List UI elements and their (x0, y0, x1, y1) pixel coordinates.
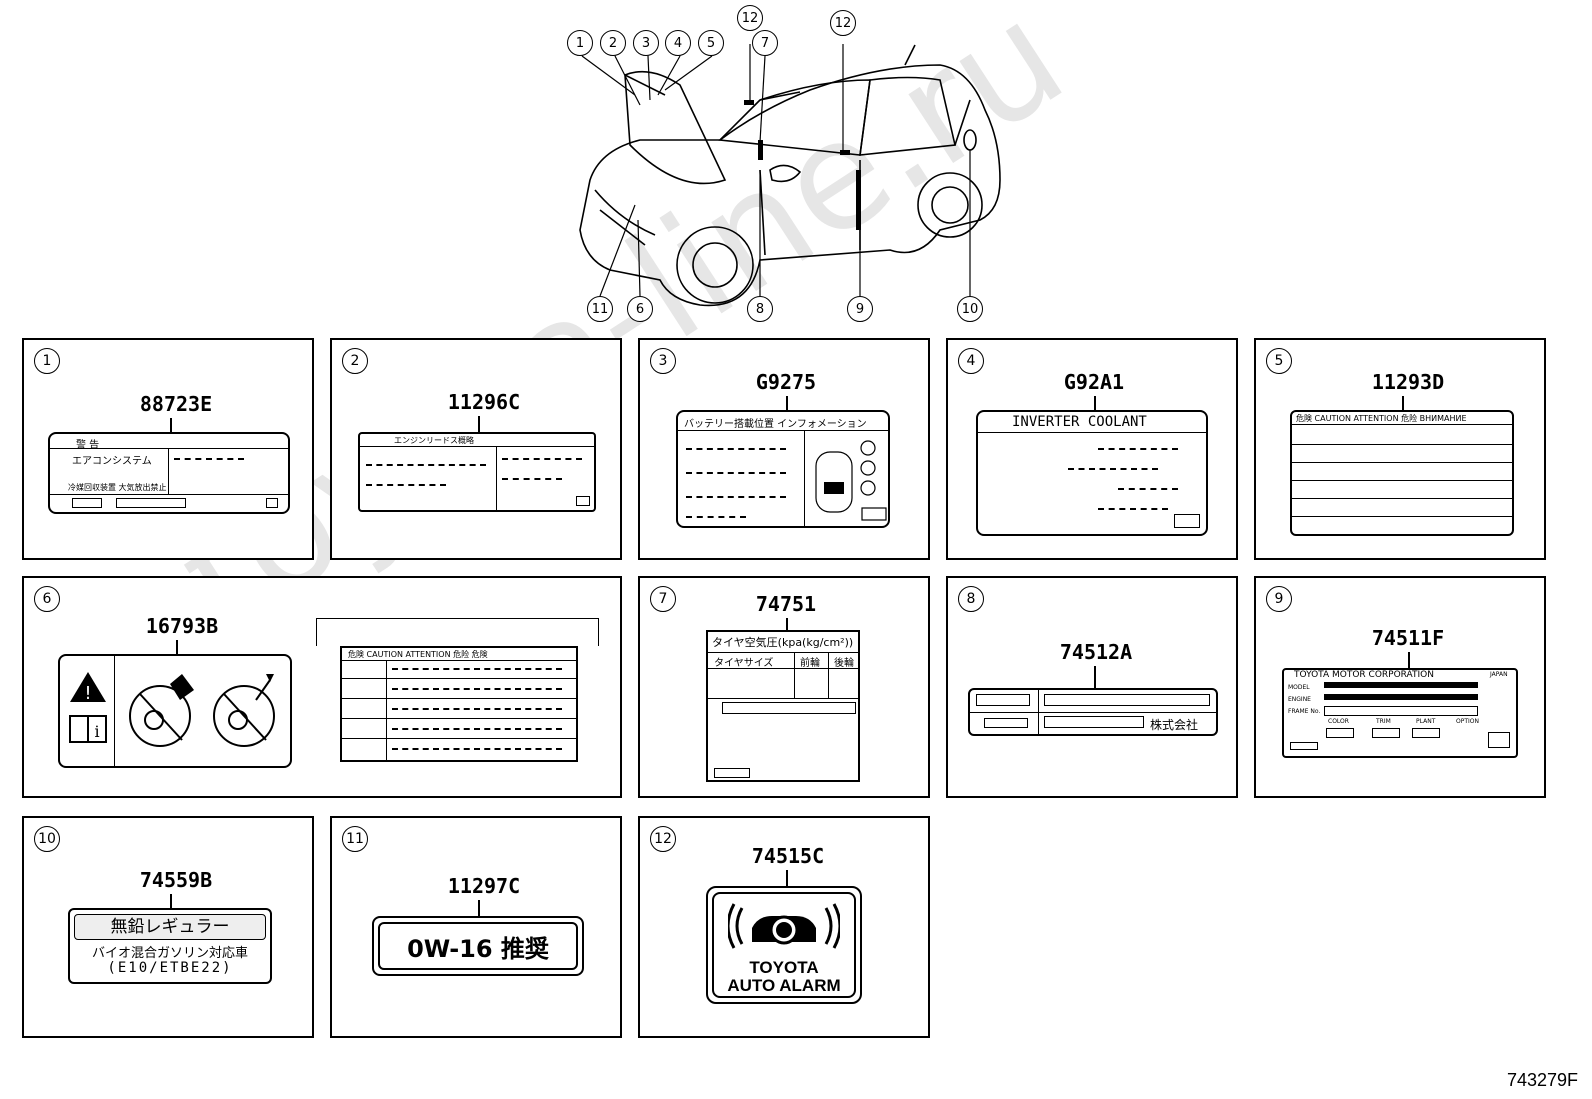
label-11293D: 危険 CAUTION ATTENTION 危险 ВНИМАНИЕ (1290, 410, 1514, 536)
panel-4: 4 G92A1 INVERTER COOLANT (946, 338, 1238, 560)
label-plant: PLANT (1416, 718, 1436, 725)
callout-4: 4 (665, 30, 691, 56)
no-spray-icon (129, 674, 194, 747)
label-74559B: 無鉛レギュラー バイオ混合ガソリン対応車 (E10/ETBE22) (68, 908, 272, 984)
label-header: TOYOTA MOTOR CORPORATION (1294, 670, 1434, 680)
label-trim: TRIM (1376, 718, 1391, 725)
label-title: タイヤ空気圧(kpa(kg/cm²)) (712, 636, 854, 649)
panel-number: 5 (1266, 348, 1292, 374)
panel-number: 2 (342, 348, 368, 374)
panel-1: 1 88723E 警 告 エアコンシステム 冷媒回収装置 大気放出禁止 (22, 338, 314, 560)
part-number: 11293D (1371, 370, 1445, 394)
label-16793B-pictogram: ! i (58, 654, 292, 768)
panel-number: 12 (650, 826, 676, 852)
label-color: COLOR (1328, 718, 1349, 725)
label-toyota: TOYOTA (749, 958, 819, 977)
label-warning: 警 告 (76, 440, 100, 451)
no-brush-icon (213, 674, 275, 747)
callout-12b: 12 (830, 10, 856, 36)
warning-triangle-icon (70, 672, 106, 702)
alarm-car-icon (728, 903, 840, 949)
label-e10: (E10/ETBE22) (107, 960, 233, 976)
part-number: 74511F (1371, 626, 1445, 650)
panel-10: 10 74559B 無鉛レギュラー バイオ混合ガソリン対応車 (E10/ETBE… (22, 816, 314, 1038)
label-74751: タイヤ空気圧(kpa(kg/cm²)) タイヤサイズ 前輪 後輪 (706, 630, 860, 782)
col-tire-size: タイヤサイズ (714, 658, 774, 669)
panel-7: 7 74751 タイヤ空気圧(kpa(kg/cm²)) タイヤサイズ 前輪 後輪 (638, 576, 930, 798)
car-illustration (579, 44, 1001, 307)
panel-number: 7 (650, 586, 676, 612)
callout-12a: 12 (737, 5, 763, 31)
label-refrigerant: 冷媒回収装置 大気放出禁止 (68, 483, 167, 492)
callout-10: 10 (957, 296, 983, 322)
panel-number: 4 (958, 348, 984, 374)
label-74512A: 株式会社 (968, 688, 1218, 736)
label-G92A1: INVERTER COOLANT (976, 410, 1208, 536)
part-number: 11296C (447, 390, 521, 414)
panel-9: 9 74511F TOYOTA MOTOR CORPORATION JAPAN … (1254, 576, 1546, 798)
callout-11: 11 (587, 296, 613, 322)
callout-7: 7 (752, 30, 778, 56)
label-G9275: バッテリー搭載位置 インフォメーション (676, 410, 890, 528)
part-number: 74512A (1059, 640, 1133, 664)
panel-3: 3 G9275 バッテリー搭載位置 インフォメーション (638, 338, 930, 560)
label-japan: JAPAN (1490, 671, 1508, 678)
label-frame: FRAME No. (1288, 708, 1321, 715)
label-auto-alarm: AUTO ALARM (727, 976, 841, 995)
part-number: 74515C (751, 844, 825, 868)
part-number: 74559B (139, 868, 213, 892)
label-header: 危険 CAUTION ATTENTION 危险 危険 (348, 650, 488, 659)
svg-text:!: ! (84, 683, 91, 704)
callout-9: 9 (847, 296, 873, 322)
label-unleaded: 無鉛レギュラー (74, 914, 266, 940)
part-number: G9275 (755, 370, 817, 394)
panel-12: 12 74515C TOYOTA AUTO ALARM (638, 816, 930, 1038)
label-74515C: TOYOTA AUTO ALARM (706, 886, 862, 1004)
label-engine: ENGINE (1288, 696, 1311, 703)
panel-number: 1 (34, 348, 60, 374)
callout-3: 3 (633, 30, 659, 56)
callout-2: 2 (600, 30, 626, 56)
part-number: 11297C (447, 874, 521, 898)
panel-11: 11 11297C 0W-16 推奨 (330, 816, 622, 1038)
label-bio: バイオ混合ガソリン対応車 (91, 946, 248, 961)
col-rear: 後輪 (834, 658, 854, 669)
label-option: OPTION (1456, 718, 1479, 725)
panel-number: 11 (342, 826, 368, 852)
label-company: 株式会社 (1150, 718, 1199, 732)
part-number: 74751 (755, 592, 817, 616)
panel-number: 6 (34, 586, 60, 612)
label-74511F: TOYOTA MOTOR CORPORATION JAPAN MODEL ENG… (1282, 668, 1518, 758)
label-11297C: 0W-16 推奨 (372, 916, 584, 976)
col-front: 前輪 (800, 658, 820, 669)
label-oil: 0W-16 推奨 (378, 922, 578, 970)
panel-2: 2 11296C エンジンリードス概略 (330, 338, 622, 560)
part-number: 16793B (145, 614, 219, 638)
panel-5: 5 11293D 危険 CAUTION ATTENTION 危险 ВНИМАНИ… (1254, 338, 1546, 560)
label-header: バッテリー搭載位置 インフォメーション (684, 419, 867, 430)
part-number: G92A1 (1063, 370, 1125, 394)
label-header: 危険 CAUTION ATTENTION 危险 ВНИМАНИЕ (1296, 414, 1467, 423)
panel-number: 3 (650, 348, 676, 374)
callout-1: 1 (567, 30, 593, 56)
panel-number: 8 (958, 586, 984, 612)
panel-number: 9 (1266, 586, 1292, 612)
panel-8: 8 74512A 株式会社 (946, 576, 1238, 798)
label-header: エンジンリードス概略 (394, 436, 474, 445)
label-model: MODEL (1288, 684, 1310, 691)
panel-6: 6 16793B ! i (22, 576, 622, 798)
callout-5: 5 (698, 30, 724, 56)
part-number: 88723E (139, 392, 213, 416)
panel-number: 10 (34, 826, 60, 852)
label-aircon: エアコンシステム (72, 456, 152, 467)
svg-text:i: i (94, 722, 99, 741)
label-88723E: 警 告 エアコンシステム 冷媒回収装置 大気放出禁止 (48, 432, 290, 514)
label-11296C: エンジンリードス概略 (358, 432, 596, 512)
callout-8: 8 (747, 296, 773, 322)
callout-6: 6 (627, 296, 653, 322)
label-16793B-caution: 危険 CAUTION ATTENTION 危险 危険 (340, 646, 578, 762)
label-header: INVERTER COOLANT (1012, 414, 1147, 430)
diagram-id: 743279F (1506, 1070, 1578, 1090)
